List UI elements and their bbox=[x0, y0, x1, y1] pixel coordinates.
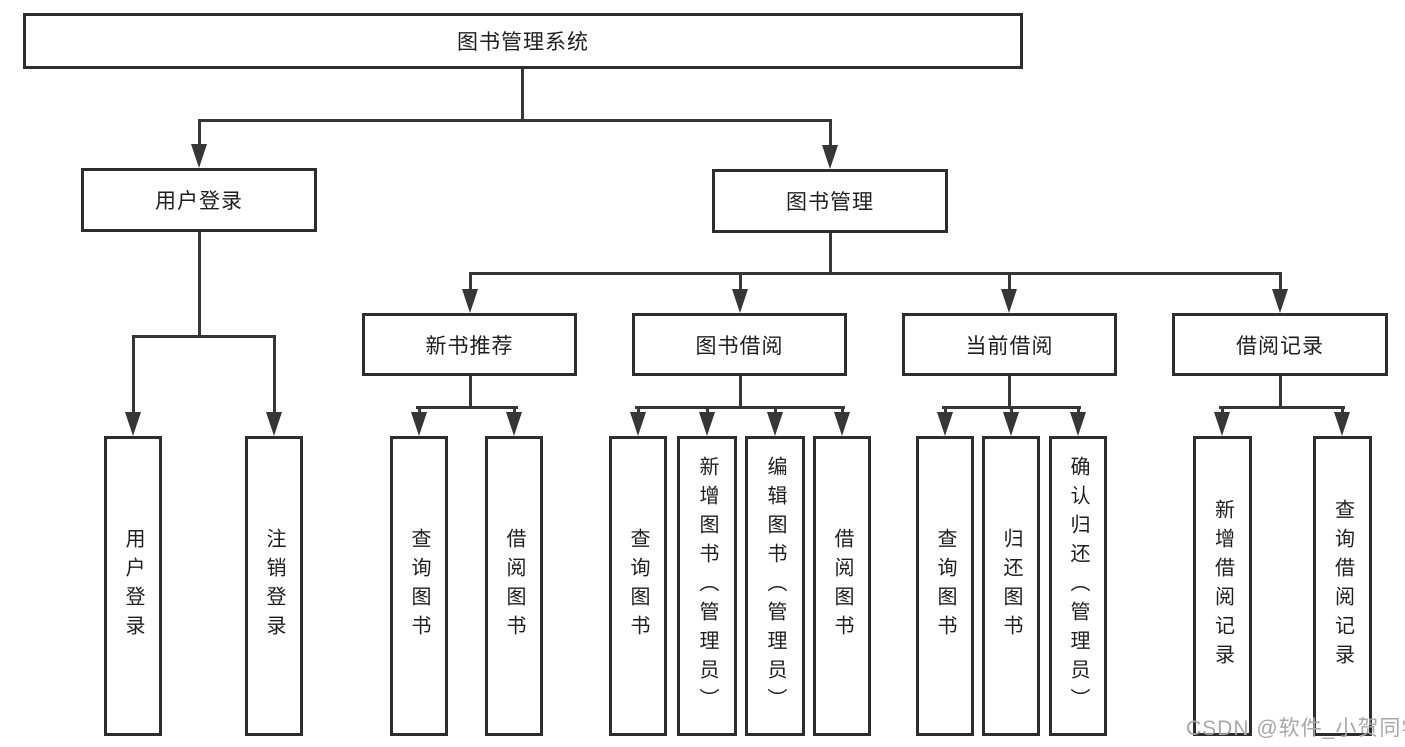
connector-line bbox=[416, 406, 518, 409]
connector-line bbox=[1279, 272, 1282, 290]
leaf-return-books: 归还图书 bbox=[982, 436, 1040, 736]
connector-line bbox=[829, 233, 832, 274]
arrow-down-icon bbox=[937, 412, 953, 436]
leaf-edit-books-admin: 编辑图书（管理员） bbox=[745, 436, 805, 736]
connector-line bbox=[841, 406, 844, 415]
connector-line bbox=[198, 119, 201, 149]
arrow-down-icon bbox=[411, 412, 427, 436]
connector-line bbox=[521, 69, 524, 121]
connector-line bbox=[739, 272, 742, 290]
connector-line bbox=[1010, 406, 1013, 415]
connector-line bbox=[469, 272, 1282, 275]
leaf-label: 编辑图书（管理员） bbox=[764, 455, 786, 717]
node-label: 图书管理系统 bbox=[457, 31, 589, 54]
node-label: 图书管理 bbox=[786, 191, 874, 214]
arrow-down-icon bbox=[506, 412, 522, 436]
arrow-down-icon bbox=[1001, 289, 1017, 313]
arrow-down-icon bbox=[125, 412, 141, 436]
leaf-label: 注销登录 bbox=[263, 528, 285, 644]
node-book-management: 图书管理 bbox=[712, 169, 948, 233]
connector-line bbox=[132, 335, 276, 338]
connector-line bbox=[774, 406, 777, 415]
leaf-add-borrow-record: 新增借阅记录 bbox=[1193, 436, 1252, 736]
connector-line bbox=[1219, 406, 1345, 409]
leaf-label: 用户登录 bbox=[122, 528, 144, 644]
arrow-down-icon bbox=[1070, 412, 1086, 436]
leaf-label: 查询图书 bbox=[408, 528, 430, 644]
arrow-down-icon bbox=[1003, 412, 1019, 436]
arrow-down-icon bbox=[767, 412, 783, 436]
csdn-watermark: CSDN @软件_小贺同学 bbox=[1186, 717, 1405, 740]
arrow-down-icon bbox=[1272, 289, 1288, 313]
leaf-borrow-books: 借阅图书 bbox=[813, 436, 871, 736]
arrow-down-icon bbox=[732, 289, 748, 313]
arrow-down-icon bbox=[630, 412, 646, 436]
connector-line bbox=[1008, 376, 1011, 408]
connector-line bbox=[1221, 406, 1224, 415]
leaf-query-books-current: 查询图书 bbox=[916, 436, 974, 736]
connector-line bbox=[198, 119, 832, 122]
node-label: 借阅记录 bbox=[1236, 334, 1324, 358]
leaf-query-books-borrowing: 查询图书 bbox=[609, 436, 667, 736]
connector-line bbox=[944, 406, 947, 415]
connector-line bbox=[513, 406, 516, 415]
leaf-logout: 注销登录 bbox=[245, 436, 303, 736]
node-label: 当前借阅 bbox=[965, 334, 1054, 358]
leaf-borrow-books-recommend: 借阅图书 bbox=[485, 436, 543, 736]
node-library-system: 图书管理系统 bbox=[23, 13, 1023, 69]
node-new-book-recommend: 新书推荐 bbox=[362, 313, 577, 376]
leaf-label: 归还图书 bbox=[1000, 528, 1022, 644]
leaf-user-login: 用户登录 bbox=[104, 436, 162, 736]
connector-line bbox=[706, 406, 709, 415]
leaf-label: 新增图书（管理员） bbox=[696, 455, 718, 717]
node-borrow-records: 借阅记录 bbox=[1172, 313, 1388, 376]
leaf-label: 借阅图书 bbox=[503, 528, 525, 644]
leaf-add-books-admin: 新增图书（管理员） bbox=[677, 436, 737, 736]
connector-line bbox=[418, 406, 421, 415]
connector-line bbox=[132, 335, 135, 415]
leaf-label: 查询图书 bbox=[934, 528, 956, 644]
arrow-down-icon bbox=[1334, 412, 1350, 436]
connector-line bbox=[1077, 406, 1080, 415]
connector-line bbox=[469, 376, 472, 408]
leaf-query-books-recommend: 查询图书 bbox=[390, 436, 448, 736]
connector-line bbox=[637, 406, 640, 415]
connector-line bbox=[1341, 406, 1344, 415]
arrow-down-icon bbox=[834, 412, 850, 436]
arrow-down-icon bbox=[462, 289, 478, 313]
connector-line bbox=[469, 272, 472, 290]
connector-line bbox=[829, 119, 832, 149]
connector-line bbox=[198, 232, 201, 337]
node-book-borrowing: 图书借阅 bbox=[632, 313, 847, 376]
leaf-label: 新增借阅记录 bbox=[1211, 499, 1234, 673]
node-user-login: 用户登录 bbox=[81, 168, 317, 232]
arrow-down-icon bbox=[822, 145, 838, 169]
node-label: 用户登录 bbox=[155, 190, 243, 213]
leaf-label: 确认归还（管理员） bbox=[1067, 455, 1089, 717]
node-label: 新书推荐 bbox=[425, 334, 514, 358]
leaf-label: 查询图书 bbox=[627, 528, 649, 644]
leaf-label: 借阅图书 bbox=[831, 528, 853, 644]
connector-line bbox=[273, 335, 276, 415]
leaf-query-borrow-record: 查询借阅记录 bbox=[1313, 436, 1372, 736]
node-current-borrowing: 当前借阅 bbox=[902, 313, 1117, 376]
node-label: 图书借阅 bbox=[695, 334, 784, 358]
leaf-label: 查询借阅记录 bbox=[1331, 499, 1354, 673]
arrow-down-icon bbox=[699, 412, 715, 436]
arrow-down-icon bbox=[191, 144, 207, 168]
arrow-down-icon bbox=[1214, 412, 1230, 436]
arrow-down-icon bbox=[266, 412, 282, 436]
leaf-confirm-return-admin: 确认归还（管理员） bbox=[1049, 436, 1107, 736]
connector-line bbox=[635, 406, 845, 409]
connector-line bbox=[739, 376, 742, 408]
connector-line bbox=[1008, 272, 1011, 290]
connector-line bbox=[1279, 376, 1282, 408]
